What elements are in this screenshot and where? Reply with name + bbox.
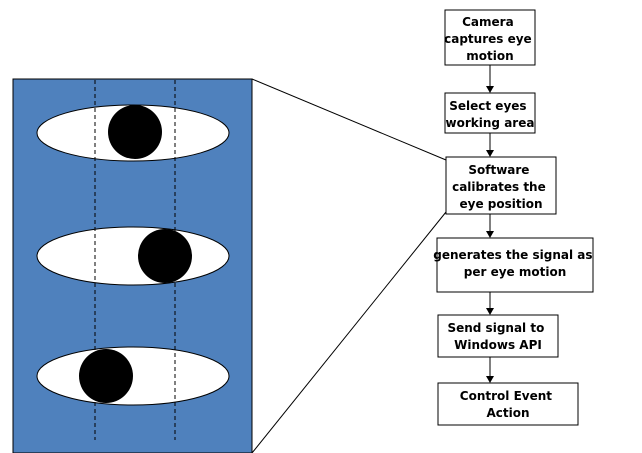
flow-box-select — [444, 92, 536, 134]
pupil-top-center — [108, 105, 162, 159]
flow-step-1-line-1: Camera — [462, 15, 514, 29]
eye-shape-middle — [36, 226, 230, 286]
pupil-bottom-left — [79, 349, 133, 403]
flow-step-3-line-2: calibrates the — [452, 180, 546, 194]
svg-text:Select eyes working area: Select eyes working area — [446, 99, 535, 130]
flow-step-3-line-1: Software — [468, 163, 529, 177]
flow-step-5: Send signal to Windows API — [437, 314, 559, 358]
flow-step-5-line-2: Windows API — [454, 338, 542, 352]
flow-step-1: Camera captures eye motion — [444, 9, 536, 66]
flow-step-3: Software calibrates the eye position — [445, 156, 557, 215]
flow-step-6-line-2: Action — [486, 406, 529, 420]
flow-box-send-signal — [437, 314, 559, 358]
connector-line-bottom — [251, 211, 447, 453]
svg-text:generates the signal as: generates the signal as per eye motion — [433, 248, 596, 279]
flow-step-3-line-3: eye position — [459, 197, 542, 211]
svg-text:Control Event Action: Control Event Action — [460, 389, 556, 420]
flow-box-software — [445, 156, 557, 215]
pupil-middle-right — [138, 229, 192, 283]
svg-text:Software calibrates the: Software calibrates the eye position — [452, 163, 550, 211]
flow-box-generates — [436, 237, 594, 293]
flow-step-4: generates the signal as per eye motion — [433, 237, 596, 293]
flow-step-6-line-1: Control Event — [460, 389, 552, 403]
flow-step-4-line-1: generates the signal as — [433, 248, 592, 262]
flow-step-4-line-2: per eye motion — [464, 265, 567, 279]
flow-step-2-line-2: working area — [446, 116, 535, 130]
svg-text:Send signal to Windows A: Send signal to Windows API — [447, 321, 548, 352]
svg-text:Camera captures eye: Camera captures eye motion — [444, 15, 536, 63]
connector-line-top — [251, 78, 447, 161]
flow-step-1-line-2: captures eye — [444, 32, 532, 46]
flow-step-5-line-1: Send signal to — [447, 321, 544, 335]
flow-step-6: Control Event Action — [437, 382, 579, 426]
flow-step-2: Select eyes working area — [444, 92, 536, 134]
flow-step-2-line-1: Select eyes — [449, 99, 526, 113]
flow-box-control-event — [437, 382, 579, 426]
flow-box-camera — [444, 9, 536, 66]
eye-panel — [12, 78, 253, 453]
flow-step-1-line-3: motion — [466, 49, 513, 63]
